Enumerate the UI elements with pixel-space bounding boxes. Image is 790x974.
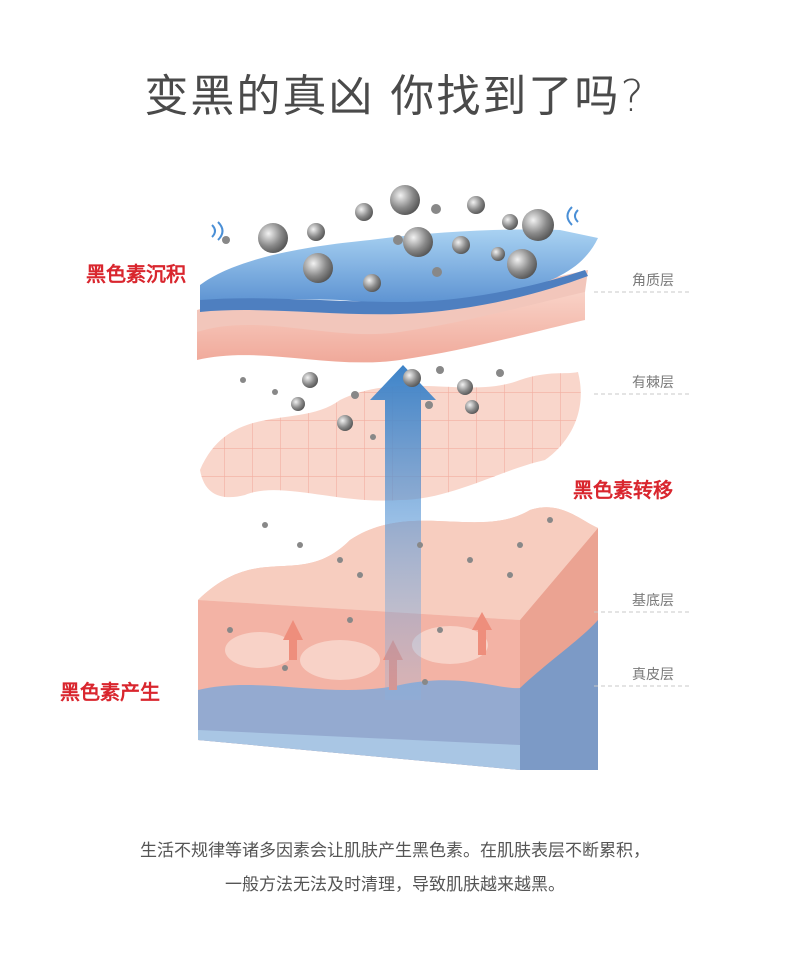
description-line-1: 生活不规律等诸多因素会让肌肤产生黑色素。在肌肤表层不断累积， [140,841,650,861]
melanin-particles [222,185,554,685]
page-title: 变黑的真凶 你找到了吗? [144,71,646,122]
label-melanin-produce: 黑色素产生 [60,680,160,704]
layer-label-dermis: 真皮层 [632,667,674,683]
description-line-2: 一般方法无法及时清理，导致肌肤越来越黑。 [225,875,565,895]
label-melanin-transfer: 黑色素转移 [573,478,673,502]
corneum-layer-stack [197,229,598,363]
melanin-transfer-arrow [370,365,436,700]
layer-label-basal: 基底层 [632,593,674,609]
layer-label-corneum: 角质层 [632,273,674,289]
leader-lines [594,291,690,687]
label-melanin-deposit: 黑色素沉积 [86,262,186,286]
wave-accents [211,206,579,241]
layer-label-spinous: 有棘层 [632,375,674,391]
